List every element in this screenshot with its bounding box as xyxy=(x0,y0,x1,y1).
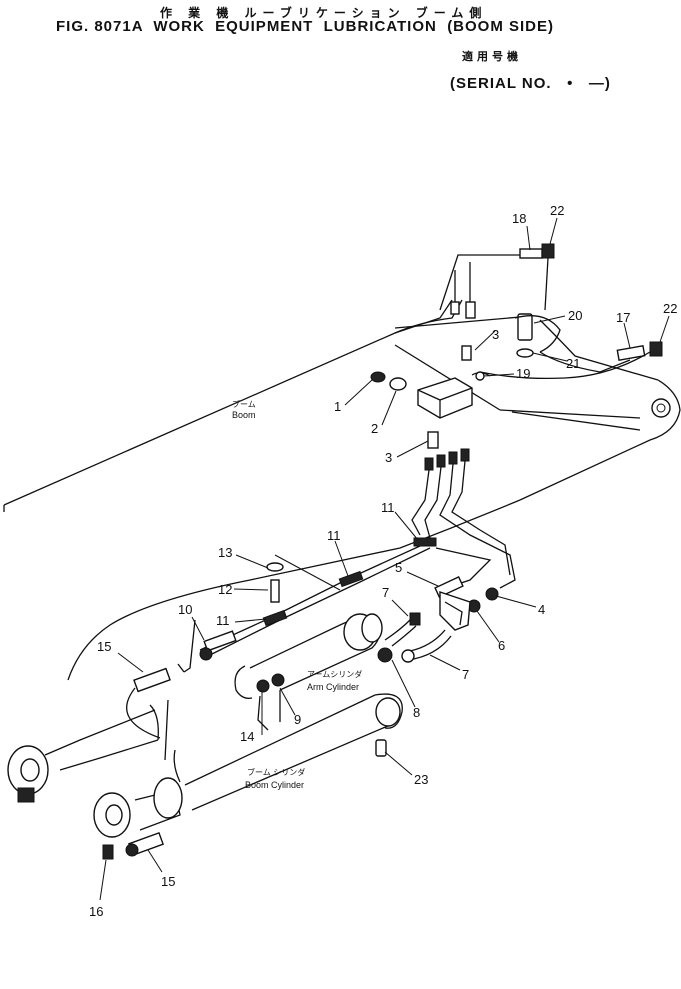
bolt-12 xyxy=(270,579,280,603)
boom-cylinder-label-jp: ブーム シリンダ xyxy=(247,767,305,777)
callout-15-upper: 15 xyxy=(97,639,111,654)
callout-12: 12 xyxy=(218,582,232,597)
bracket xyxy=(439,591,471,631)
callout-11-mid: 11 xyxy=(327,528,341,543)
serial-label-japanese: 適用号機 xyxy=(462,50,522,63)
serial-number: (SERIAL NO. • —) xyxy=(450,75,611,92)
boom-label-jp: ブーム xyxy=(232,399,256,409)
callout-14: 14 xyxy=(240,729,254,744)
elbow-8 xyxy=(377,647,393,663)
title-japanese: 作 業 機 ルーブリケーション ブーム側 xyxy=(160,6,488,20)
callout-8: 8 xyxy=(413,705,420,720)
fitting-16 xyxy=(102,844,114,860)
clamp-19 xyxy=(475,371,485,381)
arm-cylinder-label-jp: アームシリンダ xyxy=(307,669,362,679)
callout-21: 21 xyxy=(566,356,580,371)
clamp-11-low xyxy=(262,609,288,627)
callout-18: 18 xyxy=(512,211,526,226)
callout-11-low: 11 xyxy=(216,613,230,628)
clamp-11-top xyxy=(413,537,437,547)
fitting-2 xyxy=(389,377,407,391)
manifold-pipes xyxy=(269,448,516,621)
bolt-20 xyxy=(517,313,533,341)
fitting-3-mid xyxy=(427,431,439,449)
figure-title: FIG. 8071A WORK EQUIPMENT LUBRICATION (B… xyxy=(56,18,555,35)
callout-6: 6 xyxy=(498,638,505,653)
callout-22-top: 22 xyxy=(550,203,564,218)
fitting-23 xyxy=(375,739,387,757)
hose-18 xyxy=(519,248,543,259)
callout-5: 5 xyxy=(395,560,402,575)
callout-15-lower: 15 xyxy=(161,874,175,889)
callout-10: 10 xyxy=(178,602,192,617)
callout-1: 1 xyxy=(334,399,341,414)
callout-9: 9 xyxy=(294,712,301,727)
fitting-top-2 xyxy=(450,301,460,315)
callout-22-side: 22 xyxy=(663,301,677,316)
washer-21 xyxy=(516,348,534,358)
callout-16: 16 xyxy=(89,904,103,919)
callout-3-mid: 3 xyxy=(385,450,392,465)
callout-2: 2 xyxy=(371,421,378,436)
callout-11-top: 11 xyxy=(381,500,395,515)
arm-cylinder xyxy=(234,613,383,699)
boom xyxy=(3,254,681,681)
callout-7-lower: 7 xyxy=(462,667,469,682)
fitting-top xyxy=(465,301,476,319)
callout-23: 23 xyxy=(414,772,428,787)
center-junction-block xyxy=(370,345,491,449)
boom-label: Boom xyxy=(232,410,256,420)
clamp-11-mid xyxy=(338,570,364,588)
callout-13: 13 xyxy=(218,545,232,560)
elbow-22-side xyxy=(649,341,663,357)
callout-3-top: 3 xyxy=(492,327,499,342)
elbow-22-top xyxy=(541,243,555,259)
hoses-7-8 xyxy=(377,612,452,663)
left-cylinder-upper xyxy=(7,667,171,803)
arm-cylinder-label: Arm Cylinder xyxy=(307,682,359,692)
callout-4: 4 xyxy=(538,602,545,617)
callout-7-upper: 7 xyxy=(382,585,389,600)
pin-lube-parts xyxy=(479,313,663,380)
boom-cylinder xyxy=(93,693,403,860)
valve-fittings xyxy=(434,576,499,631)
callout-19: 19 xyxy=(516,366,530,381)
callout-17: 17 xyxy=(616,310,630,325)
boom-cylinder-label: Boom Cylinder xyxy=(245,780,304,790)
fitting-1 xyxy=(370,371,386,383)
washer-13 xyxy=(266,562,284,572)
hose-17 xyxy=(616,345,646,361)
hose-15-upper xyxy=(133,667,171,693)
fitting-4 xyxy=(485,587,499,601)
fitting-3-top xyxy=(461,345,472,361)
leader-lines xyxy=(99,217,670,901)
callout-20: 20 xyxy=(568,308,582,323)
arm-cyl-lines xyxy=(177,554,364,731)
top-grease-line xyxy=(450,243,555,319)
hose-10 xyxy=(203,630,237,652)
hose-5 xyxy=(434,576,464,598)
